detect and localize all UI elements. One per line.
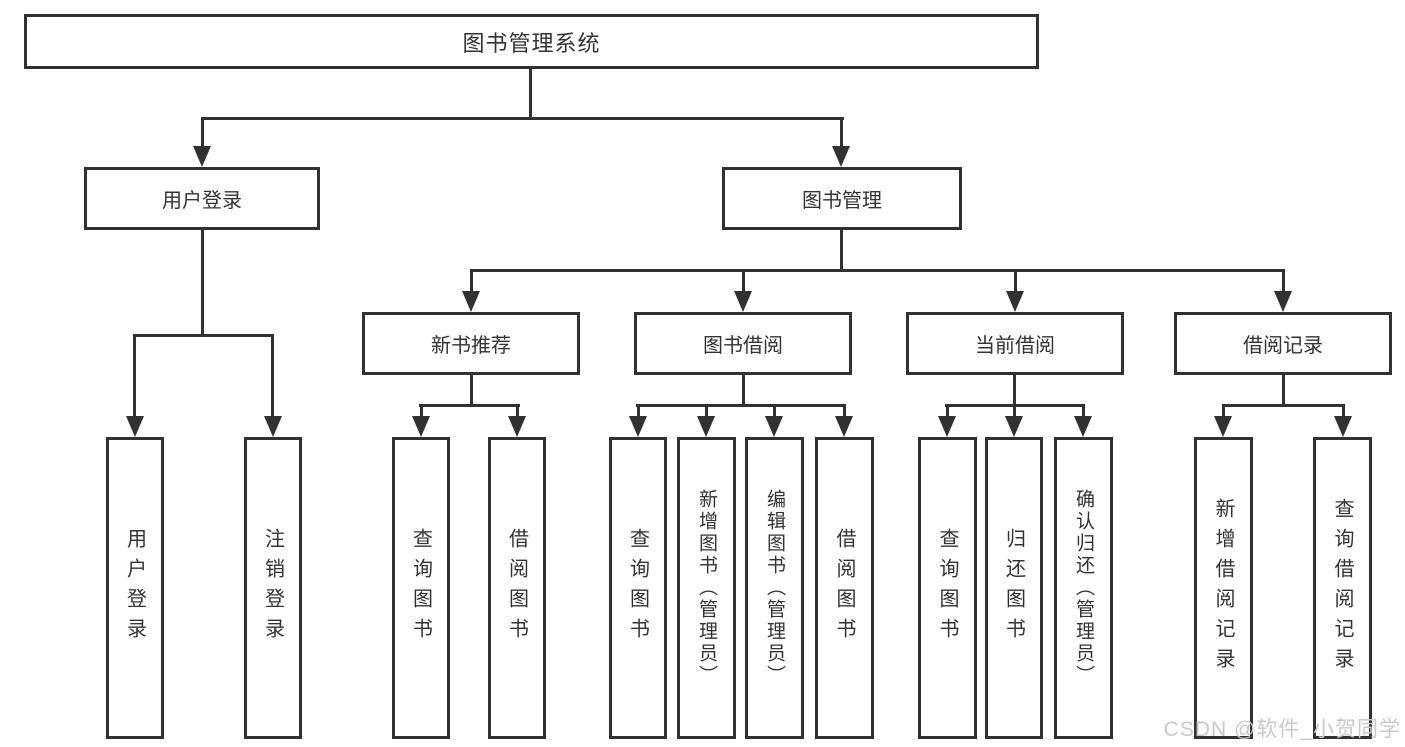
connector-borrow1-stem (516, 407, 519, 418)
connector-book-borrow-stem (742, 272, 745, 292)
arrowhead-user-login (193, 146, 211, 167)
connector-query3-stem (946, 407, 949, 418)
connector-new-rec-hline (419, 404, 520, 407)
leaf-query-book-borrowing: 查询图书 (609, 437, 667, 739)
connector-confirm-return-stem (1082, 407, 1085, 418)
arrowhead-edit-book (765, 416, 783, 437)
connector-borrow-records-down (1282, 375, 1285, 406)
connector-user-login-stem (201, 120, 204, 148)
node-new-book-recommend: 新书推荐 (362, 312, 580, 375)
arrowhead-add-book (697, 416, 715, 437)
arrowhead-query-record (1334, 416, 1352, 437)
connector-borrow-records-hline (1222, 404, 1345, 407)
leaf-return-book: 归还图书 (985, 437, 1043, 739)
arrowhead-borrow2 (835, 416, 853, 437)
connector-level2-hline (201, 117, 844, 120)
arrowhead-return-book (1005, 416, 1023, 437)
connector-book-mgmt-stem (840, 120, 843, 148)
connector-add-book-stem (705, 407, 708, 418)
arrowhead-borrow1 (508, 416, 526, 437)
node-borrow-records: 借阅记录 (1174, 312, 1392, 375)
arrowhead-book-mgmt (832, 146, 850, 167)
arrowhead-new-rec (462, 291, 480, 312)
node-current-borrowing: 当前借阅 (906, 312, 1124, 375)
arrowhead-current-borrow (1006, 291, 1024, 312)
connector-query-record-stem (1342, 407, 1345, 418)
leaf-user-login: 用户登录 (106, 437, 164, 739)
connector-current-borrow-hline (945, 404, 1085, 407)
connector-leaf-user-login-stem (133, 337, 136, 419)
node-library-management-system: 图书管理系统 (24, 14, 1039, 69)
leaf-add-borrow-record: 新增借阅记录 (1194, 437, 1253, 739)
connector-query2-stem (637, 407, 640, 418)
connector-book-borrow-down (742, 375, 745, 406)
arrowhead-add-record (1214, 416, 1232, 437)
leaf-borrow-book-recommend: 借阅图书 (488, 437, 546, 739)
arrowhead-query2 (629, 416, 647, 437)
connector-borrow2-stem (843, 407, 846, 418)
connector-leaf-logout-stem (271, 337, 274, 419)
leaf-confirm-return-admin: 确认归还（管理员） (1054, 437, 1113, 739)
connector-book-mgmt-down (840, 230, 843, 272)
leaf-query-book-current: 查询图书 (918, 437, 977, 739)
connector-query1-stem (420, 407, 423, 418)
arrowhead-query1 (412, 416, 430, 437)
arrowhead-confirm-return (1074, 416, 1092, 437)
csdn-watermark: CSDN @软件_小贺同学 (1163, 718, 1401, 741)
leaf-edit-book-admin: 编辑图书（管理员） (745, 437, 804, 739)
arrowhead-leaf-user-login (126, 416, 144, 437)
arrowhead-book-borrow (734, 291, 752, 312)
leaf-logout: 注销登录 (244, 437, 302, 739)
connector-book-borrow-hline (636, 404, 846, 407)
node-book-borrowing: 图书借阅 (634, 312, 852, 375)
connector-user-login-hline (133, 334, 274, 337)
connector-return-book-stem (1013, 407, 1016, 418)
connector-user-login-down (201, 230, 204, 337)
connector-borrow-records-stem (1282, 272, 1285, 292)
connector-root-stub (529, 68, 532, 120)
connector-new-rec-stem (470, 272, 473, 292)
leaf-add-book-admin: 新增图书（管理员） (677, 437, 736, 739)
connector-current-borrow-down (1013, 375, 1016, 406)
connector-add-record-stem (1222, 407, 1225, 418)
node-user-login: 用户登录 (84, 167, 320, 230)
arrowhead-query3 (938, 416, 956, 437)
leaf-borrow-book-borrowing: 借阅图书 (815, 437, 874, 739)
arrowhead-borrow-records (1274, 291, 1292, 312)
arrowhead-leaf-logout (264, 416, 282, 437)
connector-level3-hline (470, 269, 1285, 272)
connector-edit-book-stem (773, 407, 776, 418)
leaf-query-borrow-record: 查询借阅记录 (1313, 437, 1372, 739)
connector-new-rec-down (470, 375, 473, 406)
node-book-management: 图书管理 (722, 167, 962, 230)
leaf-query-book-recommend: 查询图书 (392, 437, 450, 739)
connector-current-borrow-stem (1014, 272, 1017, 292)
